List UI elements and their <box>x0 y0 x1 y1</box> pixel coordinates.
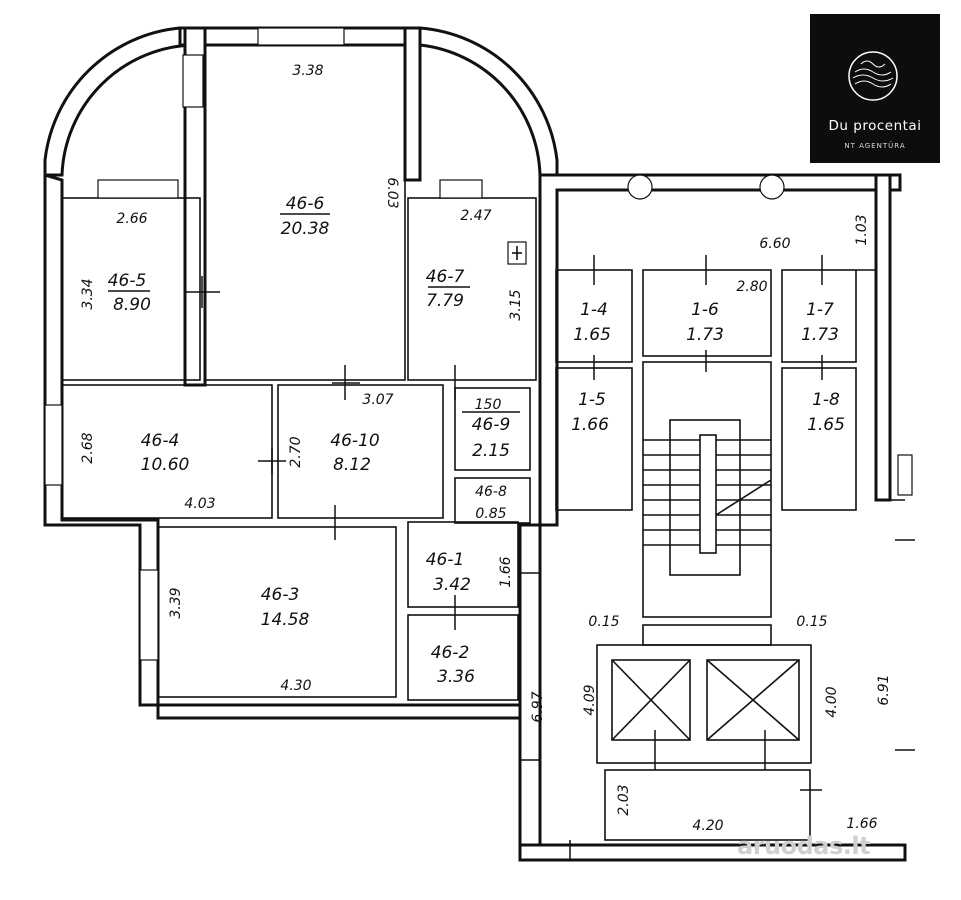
stair-treads <box>643 439 772 546</box>
room-1-8-area: 1.65 <box>807 415 845 435</box>
dim-4-03: 4.03 <box>184 496 215 512</box>
dim-1-03: 1.03 <box>854 214 870 245</box>
room-46-8-area: 0.85 <box>475 506 506 522</box>
room-46-2-id: 46-2 <box>431 643 470 663</box>
room-1-6-id: 1-6 <box>691 300 719 320</box>
dim-2-68: 2.68 <box>80 432 96 463</box>
room-46-3-area: 14.58 <box>261 610 310 630</box>
dim-4-09: 4.09 <box>582 684 598 715</box>
logo-subtitle: NT AGENTŪRA <box>844 142 906 150</box>
room-46-2-area: 3.36 <box>437 667 475 687</box>
dim-3-38: 3.38 <box>292 63 323 79</box>
dim-2-66: 2.66 <box>116 211 147 227</box>
dim-6-97: 6.97 <box>530 691 546 722</box>
dim-3-39: 3.39 <box>168 587 184 618</box>
dim-4-30: 4.30 <box>280 678 311 694</box>
room-46-1-id: 46-1 <box>426 550 465 570</box>
dim-1-66-a: 1.66 <box>498 556 514 587</box>
dim-0-15-left: 0.15 <box>588 614 619 630</box>
watermark: aruodas.lt <box>737 832 871 860</box>
room-46-4-area: 10.60 <box>141 455 190 475</box>
room-1-4-id: 1-4 <box>580 300 608 320</box>
dim-6-91: 6.91 <box>876 674 892 705</box>
dim-3-15: 3.15 <box>508 289 524 320</box>
dim-3-07: 3.07 <box>362 392 393 408</box>
room-46-5-id: 46-5 <box>108 271 147 291</box>
room-1-4-area: 1.65 <box>573 325 611 345</box>
room-46-9-id: 46-9 <box>472 415 511 435</box>
room-46-5-area: 8.90 <box>113 295 151 315</box>
room-1-8-id: 1-8 <box>812 390 840 410</box>
dim-1-66-b: 1.66 <box>846 816 877 832</box>
room-46-3-id: 46-3 <box>261 585 300 605</box>
door-marks <box>186 255 915 860</box>
dim-3-34: 3.34 <box>80 278 96 309</box>
dimension-labels: 3.38 6.03 2.66 3.34 2.47 3.15 6.60 1.03 … <box>80 63 892 834</box>
room-46-6-id: 46-6 <box>286 194 325 214</box>
room-1-5-area: 1.66 <box>571 415 609 435</box>
room-1-6-area: 1.73 <box>686 325 724 345</box>
dim-4-00: 4.00 <box>824 686 840 717</box>
room-46-10-area: 8.12 <box>333 455 371 475</box>
room-46-1-area: 3.42 <box>433 575 471 595</box>
dim-4-20: 4.20 <box>692 818 723 834</box>
room-46-7-id: 46-7 <box>426 267 465 287</box>
dim-150: 150 <box>475 397 502 413</box>
room-46-4-id: 46-4 <box>141 431 180 451</box>
dim-6-03: 6.03 <box>384 177 400 208</box>
room-46-10-id: 46-10 <box>330 431 379 451</box>
panel-icon <box>507 241 527 265</box>
dim-2-03: 2.03 <box>616 784 632 815</box>
room-46-9-area: 2.15 <box>472 441 510 461</box>
room-46-8-id: 46-8 <box>475 484 507 500</box>
label-underlines <box>108 213 520 413</box>
room-labels: 46-6 20.38 46-5 8.90 46-7 7.79 46-4 10.6… <box>108 194 845 687</box>
dim-0-15-right: 0.15 <box>796 614 827 630</box>
room-1-7-area: 1.73 <box>801 325 839 345</box>
room-46-6-area: 20.38 <box>281 219 330 239</box>
dim-2-47: 2.47 <box>460 208 491 224</box>
room-46-7-area: 7.79 <box>426 291 464 311</box>
columns <box>627 174 785 200</box>
dim-2-80: 2.80 <box>736 279 767 295</box>
room-1-7-id: 1-7 <box>806 300 834 320</box>
agency-logo: Du procentai NT AGENTŪRA <box>810 14 940 163</box>
logo-name: Du procentai <box>828 118 922 134</box>
dim-2-70: 2.70 <box>288 436 304 467</box>
wave-circle-24-icon <box>848 51 898 101</box>
dim-6-60: 6.60 <box>759 236 790 252</box>
room-1-5-id: 1-5 <box>578 390 606 410</box>
